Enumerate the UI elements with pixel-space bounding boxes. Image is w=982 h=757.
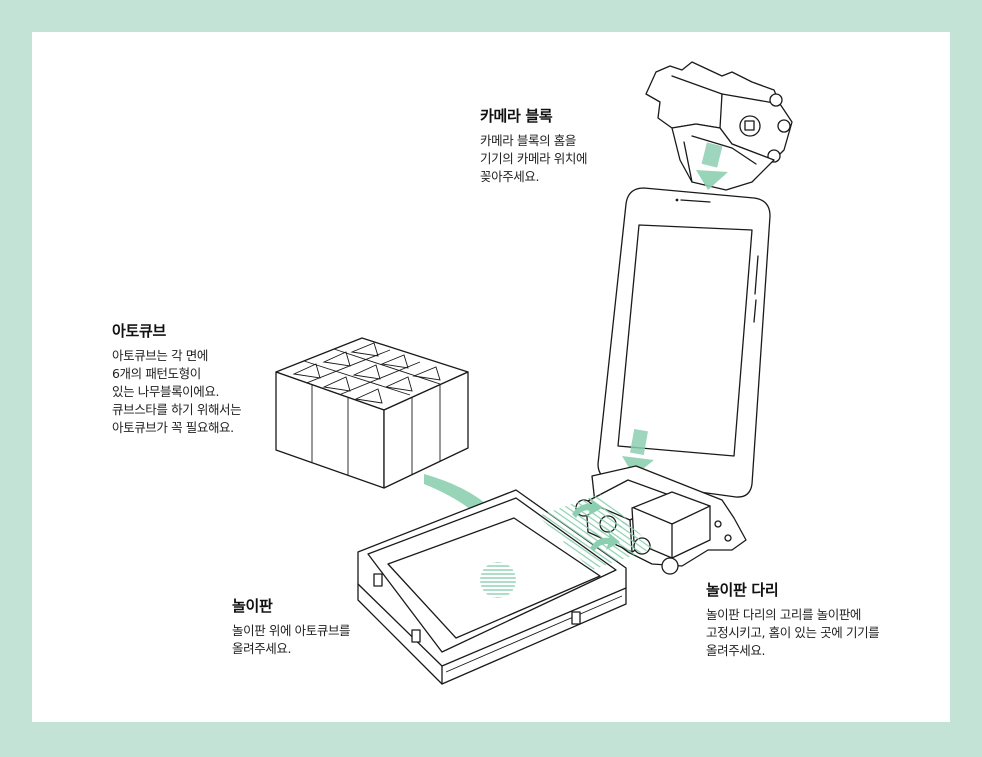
board-legs-description: 놀이판 다리의 고리를 놀이판에 고정시키고, 홈이 있는 곳에 기기를 올려주… <box>706 607 880 658</box>
cube-grid-icon <box>275 337 469 489</box>
camera-block-icon <box>645 61 793 191</box>
instruction-card: 카메라 블록 카메라 블록의 홈을 기기의 카메라 위치에 꽂아주세요. 아토큐… <box>32 32 950 722</box>
atocube-title: 아토큐브 <box>112 322 167 340</box>
play-board-title: 놀이판 <box>232 597 273 615</box>
camera-block-description: 카메라 블록의 홈을 기기의 카메라 위치에 꽂아주세요. <box>480 133 588 184</box>
play-board-description: 놀이판 위에 아토큐브를 올려주세요. <box>232 623 351 656</box>
assembly-illustration <box>275 61 793 685</box>
play-board-label: 놀이판 놀이판 위에 아토큐브를 올려주세요. <box>232 595 422 658</box>
board-legs-label: 놀이판 다리 놀이판 다리의 고리를 놀이판에 고정시키고, 홈이 있는 곳에 … <box>706 579 946 660</box>
board-legs-title: 놀이판 다리 <box>706 581 779 599</box>
camera-block-label: 카메라 블록 카메라 블록의 홈을 기기의 카메라 위치에 꽂아주세요. <box>480 105 680 186</box>
tablet-icon <box>597 187 771 498</box>
atocube-description: 아토큐브는 각 면에 6개의 패턴도형이 있는 나무블록이에요. 큐브스타를 하… <box>112 348 242 435</box>
board-legs-icon <box>538 465 747 575</box>
atocube-label: 아토큐브 아토큐브는 각 면에 6개의 패턴도형이 있는 나무블록이에요. 큐브… <box>112 320 302 437</box>
camera-block-title: 카메라 블록 <box>480 107 553 125</box>
